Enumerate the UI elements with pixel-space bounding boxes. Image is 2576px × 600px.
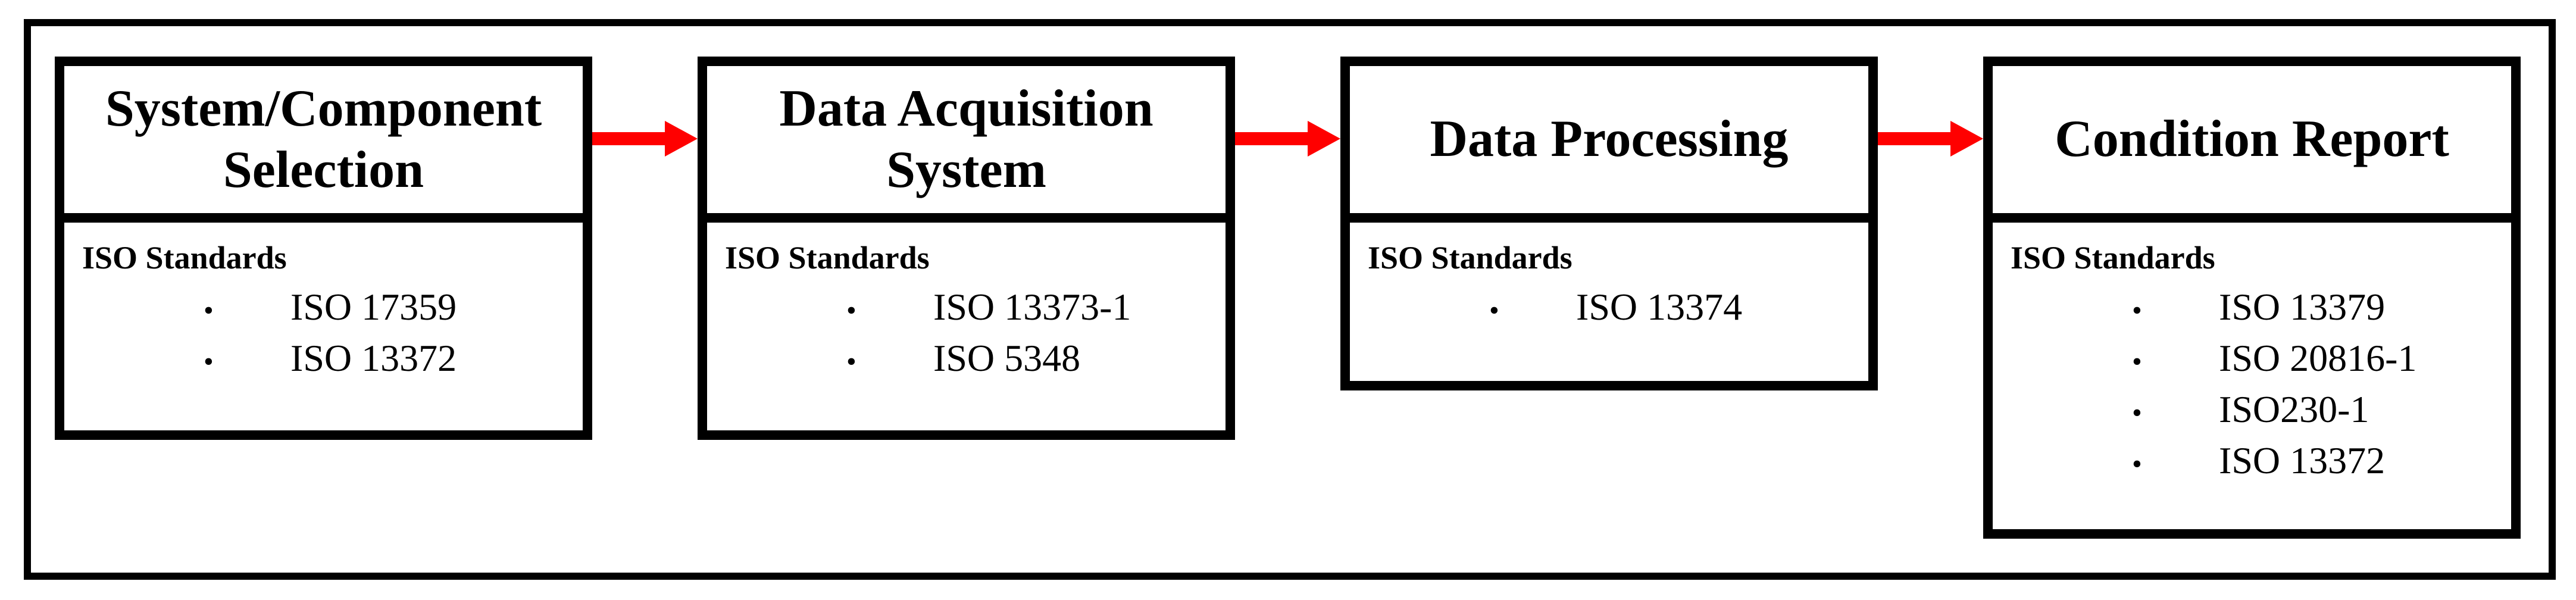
standard-list-item: • ISO 13372 (82, 335, 565, 386)
iso-standards-heading: ISO Standards (1368, 240, 1573, 276)
bullet-icon: • (846, 294, 856, 326)
bullet-icon: • (204, 294, 214, 326)
flow-arrow (592, 121, 698, 157)
standard-label: ISO 13373-1 (933, 285, 1131, 328)
stage-title: Condition Report (1993, 66, 2511, 223)
standard-label: ISO 13374 (1576, 285, 1743, 328)
standard-list-item: • ISO 17359 (82, 283, 565, 335)
standard-list-item: • ISO230-1 (2011, 386, 2493, 437)
standards-list: • ISO 13373-1 • ISO 5348 (725, 283, 1208, 386)
standard-list-item: • ISO 13374 (1368, 283, 1850, 335)
standard-list-item: • ISO 13372 (2011, 437, 2493, 488)
iso-standards-heading: ISO Standards (2011, 240, 2215, 276)
standard-list-item: • ISO 13379 (2011, 283, 2493, 335)
bullet-icon: • (2132, 294, 2142, 326)
standard-list-item: • ISO 13373-1 (725, 283, 1208, 335)
arrow-head-icon (1308, 121, 1340, 157)
stage-title: Data Acquisition System (707, 66, 1226, 223)
standard-label: ISO230-1 (2219, 388, 2369, 430)
standard-label: ISO 13372 (2219, 439, 2386, 482)
arrow-line (1878, 132, 1959, 145)
standard-label: ISO 5348 (933, 336, 1081, 379)
standards-list: • ISO 13374 (1368, 283, 1850, 335)
bullet-icon: • (2132, 345, 2142, 377)
iso-standards-heading: ISO Standards (725, 240, 930, 276)
bullet-icon: • (204, 345, 214, 377)
arrow-head-icon (1950, 121, 1983, 157)
arrow-line (592, 132, 673, 145)
standard-list-item: • ISO 20816-1 (2011, 335, 2493, 386)
arrow-line (1235, 132, 1316, 145)
stage-title: System/Component Selection (64, 66, 583, 223)
bullet-icon: • (846, 345, 856, 377)
standard-label: ISO 17359 (290, 285, 457, 328)
stage-standards-section: ISO Standards • ISO 13373-1 • ISO 5348 (707, 223, 1226, 430)
standards-list: • ISO 13379 • ISO 20816-1 • ISO230-1 • ISO 1337… (2011, 283, 2493, 488)
standards-list: • ISO 17359 • ISO 13372 (82, 283, 565, 386)
iso-standards-heading: ISO Standards (82, 240, 287, 276)
standard-label: ISO 13379 (2219, 285, 2386, 328)
standard-label: ISO 20816-1 (2219, 336, 2417, 379)
stage-standards-section: ISO Standards • ISO 13374 (1350, 223, 1868, 381)
bullet-icon: • (2132, 396, 2142, 429)
bullet-icon: • (1489, 294, 1499, 326)
bullet-icon: • (2132, 448, 2142, 480)
flow-arrow (1235, 121, 1340, 157)
standard-label: ISO 13372 (290, 336, 457, 379)
stage-standards-section: ISO Standards • ISO 13379 • ISO 20816-1 • ISO2… (1993, 223, 2511, 529)
flow-arrow (1878, 121, 1983, 157)
stage-standards-section: ISO Standards • ISO 17359 • ISO 13372 (64, 223, 583, 430)
stage-title: Data Processing (1350, 66, 1868, 223)
standard-list-item: • ISO 5348 (725, 335, 1208, 386)
arrow-head-icon (665, 121, 698, 157)
